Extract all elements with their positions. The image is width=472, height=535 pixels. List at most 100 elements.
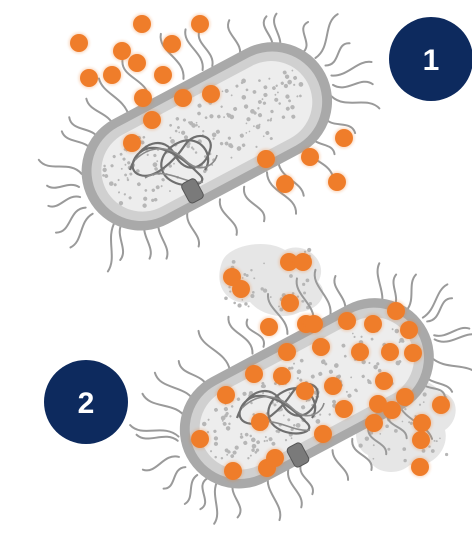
speckle bbox=[439, 437, 441, 439]
particle-icon bbox=[305, 315, 323, 333]
particle-icon bbox=[257, 150, 275, 168]
speckle bbox=[250, 269, 252, 271]
particle-icon bbox=[364, 315, 382, 333]
particle-icon bbox=[400, 321, 418, 339]
stage-1-group bbox=[39, 14, 380, 272]
speckle bbox=[379, 433, 381, 435]
stage-1-badge-label: 1 bbox=[423, 44, 440, 77]
speckle bbox=[423, 401, 425, 403]
particle-icon bbox=[276, 175, 294, 193]
speckle bbox=[252, 291, 255, 294]
particle-icon bbox=[383, 401, 401, 419]
particle-icon bbox=[432, 396, 450, 414]
speckle bbox=[445, 453, 448, 456]
particle-icon bbox=[301, 148, 319, 166]
speckle bbox=[385, 424, 389, 428]
particle-icon bbox=[314, 425, 332, 443]
flagellum bbox=[120, 222, 123, 260]
flagellum bbox=[142, 394, 186, 418]
particle-icon bbox=[281, 294, 299, 312]
particle-icon bbox=[328, 173, 346, 191]
speckle bbox=[250, 294, 254, 298]
speckle bbox=[224, 296, 228, 300]
speckle bbox=[306, 279, 310, 283]
particle-icon bbox=[80, 69, 98, 87]
speckle bbox=[237, 303, 241, 307]
speckle bbox=[431, 449, 435, 453]
particle-icon bbox=[387, 302, 405, 320]
speckle bbox=[387, 448, 390, 451]
flagellum bbox=[332, 96, 380, 108]
particle-icon bbox=[154, 66, 172, 84]
speckle bbox=[408, 421, 410, 423]
speckle bbox=[423, 392, 427, 396]
speckle bbox=[246, 274, 249, 277]
particle-icon bbox=[381, 343, 399, 361]
particle-icon bbox=[191, 15, 209, 33]
speckle bbox=[270, 296, 272, 298]
flagellum bbox=[434, 328, 469, 336]
speckle bbox=[289, 274, 293, 278]
particle-icon bbox=[224, 462, 242, 480]
speckle bbox=[402, 447, 406, 451]
flagellum bbox=[200, 478, 207, 509]
speckle bbox=[434, 440, 436, 442]
particle-icon bbox=[335, 129, 353, 147]
speckle bbox=[373, 444, 375, 446]
particle-icon bbox=[338, 312, 356, 330]
speckle bbox=[244, 302, 247, 305]
flagellum bbox=[407, 275, 416, 311]
particle-icon bbox=[217, 386, 235, 404]
particle-icon bbox=[245, 365, 263, 383]
stage-2-badge: 2 bbox=[44, 360, 128, 444]
speckle bbox=[403, 459, 406, 462]
speckle bbox=[419, 404, 421, 406]
speckle bbox=[359, 444, 363, 448]
flagellum bbox=[39, 160, 82, 174]
speckle bbox=[248, 305, 250, 307]
particle-icon bbox=[260, 318, 278, 336]
speckle bbox=[365, 436, 369, 440]
speckle bbox=[261, 287, 264, 290]
flagellum bbox=[220, 199, 237, 235]
speckle bbox=[394, 429, 398, 433]
particle-icon bbox=[324, 377, 342, 395]
speckle bbox=[436, 440, 438, 442]
particle-icon bbox=[128, 54, 146, 72]
flagellum bbox=[288, 469, 302, 507]
flagellum bbox=[244, 187, 265, 221]
speckle bbox=[302, 283, 305, 286]
particle-icon bbox=[251, 413, 269, 431]
flagellum bbox=[70, 214, 92, 248]
particle-icon bbox=[103, 66, 121, 84]
speckle bbox=[373, 458, 375, 460]
flagellum bbox=[199, 331, 230, 370]
stage-2-group bbox=[130, 244, 472, 524]
particle-icon bbox=[70, 34, 88, 52]
particle-icon bbox=[413, 414, 431, 432]
flagellum bbox=[302, 22, 309, 53]
particle-icon bbox=[351, 343, 369, 361]
particle-icon bbox=[365, 414, 383, 432]
stage-1-bacterium-icon bbox=[61, 21, 353, 251]
particle-icon bbox=[232, 280, 250, 298]
flagellum bbox=[214, 480, 218, 524]
stage-1-badge: 1 bbox=[389, 17, 472, 101]
flagellum bbox=[143, 456, 179, 470]
speckle bbox=[253, 277, 255, 279]
speckle bbox=[301, 300, 304, 303]
flagellum bbox=[185, 29, 203, 70]
speckle bbox=[263, 263, 265, 265]
flagellum bbox=[315, 14, 337, 58]
particle-icon bbox=[296, 382, 314, 400]
flagellum bbox=[333, 82, 373, 88]
flagellum bbox=[47, 185, 79, 188]
particle-icon bbox=[202, 85, 220, 103]
flagellum bbox=[268, 475, 281, 520]
stage-2-badge-label: 2 bbox=[78, 387, 95, 420]
particle-icon bbox=[123, 134, 141, 152]
flagellum bbox=[325, 43, 349, 65]
speckle bbox=[278, 305, 280, 307]
flagellum bbox=[333, 450, 349, 480]
particle-icon bbox=[163, 35, 181, 53]
